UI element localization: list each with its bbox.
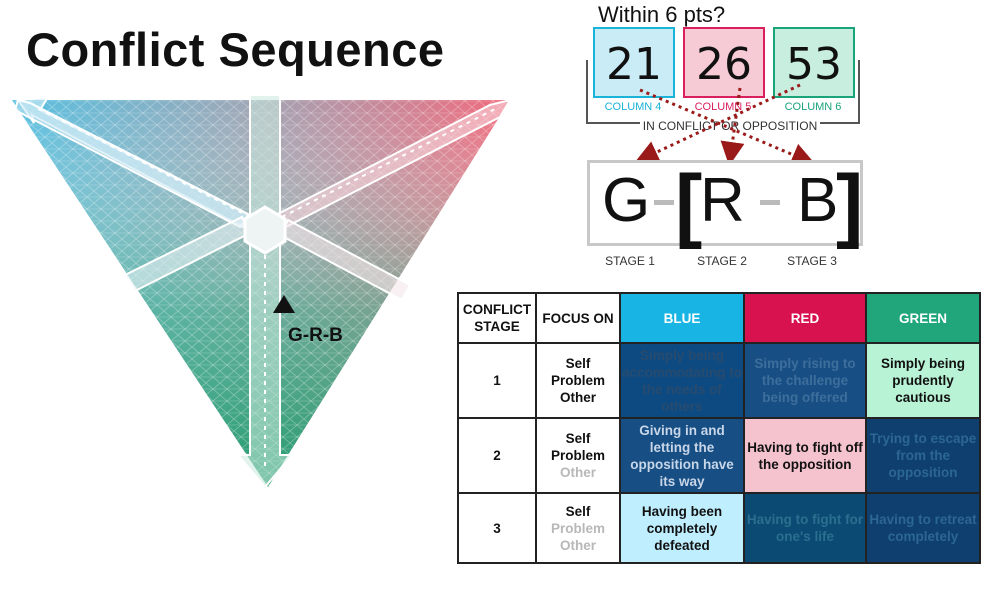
score-box-column-4: 21 <box>593 27 675 98</box>
table-row: 2 Self Problem Other Giving in and letti… <box>457 417 981 494</box>
focus-cell: Self Problem Other <box>535 342 621 419</box>
header-blue: BLUE <box>619 292 745 344</box>
conflict-caption: IN CONFLICT OR OPPOSITION <box>640 119 820 133</box>
blue-cell: Giving in and letting the opposition hav… <box>619 417 745 494</box>
open-bracket: [ <box>675 159 703 250</box>
green-cell: Having to retreat completely <box>865 492 981 564</box>
score-value: 53 <box>786 39 842 90</box>
blue-cell: Having been completely defeated <box>619 492 745 564</box>
score-value: 26 <box>696 39 752 90</box>
within-question: Within 6 pts? <box>598 2 726 27</box>
focus-self: Self <box>565 431 591 446</box>
page-title: Conflict Sequence <box>26 23 445 76</box>
table-row: 1 Self Problem Other Simply being accomm… <box>457 342 981 419</box>
stage-label: STAGE 3 <box>787 254 837 268</box>
stage-letter: G <box>602 166 651 235</box>
triangle-marker-label: G-R-B <box>288 325 343 346</box>
green-cell: Simply being prudently cautious <box>865 342 981 419</box>
column-caption: COLUMN 6 <box>784 101 842 113</box>
score-box-column-5: 26 <box>683 27 765 98</box>
focus-problem: Problem <box>550 520 605 536</box>
stage-label: STAGE 1 <box>605 254 655 268</box>
sequence-dash <box>654 200 674 205</box>
focus-self: Self <box>565 356 591 371</box>
sdi-triangle <box>12 95 513 489</box>
position-marker-icon <box>273 295 295 313</box>
column-caption: COLUMN 4 <box>604 101 662 113</box>
sequence-dash <box>760 200 780 205</box>
green-cell: Trying to escape from the opposition <box>865 417 981 494</box>
stage-letter: R <box>700 166 745 235</box>
focus-other: Other <box>559 537 596 553</box>
red-cell: Having to fight for one's life <box>743 492 867 564</box>
focus-cell: Self Problem Other <box>535 492 621 564</box>
header-red: RED <box>743 292 867 344</box>
score-value: 21 <box>606 39 662 90</box>
stage-number: 1 <box>457 342 537 419</box>
red-cell: Having to fight off the opposition <box>743 417 867 494</box>
focus-other: Other <box>559 465 596 480</box>
score-box-column-6: 53 <box>773 27 855 98</box>
stage-number: 2 <box>457 417 537 494</box>
close-bracket: ] <box>836 159 864 250</box>
focus-problem: Problem <box>550 448 605 463</box>
stage-letter: B <box>797 166 839 235</box>
header-conflict-stage: CONFLICT STAGE <box>457 292 537 344</box>
stage-label: STAGE 2 <box>697 254 747 268</box>
sequence-arrows <box>634 83 816 167</box>
focus-self: Self <box>565 503 591 519</box>
blue-cell: Simply being accommodating to the needs … <box>619 342 745 419</box>
header-focus-on: FOCUS ON <box>535 292 621 344</box>
stage-number: 3 <box>457 492 537 564</box>
focus-other: Other <box>559 390 596 405</box>
red-cell: Simply rising to the challenge being off… <box>743 342 867 419</box>
focus-cell: Self Problem Other <box>535 417 621 494</box>
table-row: 3 Self Problem Other Having been complet… <box>457 492 981 564</box>
sequence-box <box>587 160 863 246</box>
conflict-table: CONFLICT STAGE FOCUS ON BLUE RED GREEN 1… <box>457 292 981 564</box>
header-green: GREEN <box>865 292 981 344</box>
focus-problem: Problem <box>550 373 605 388</box>
